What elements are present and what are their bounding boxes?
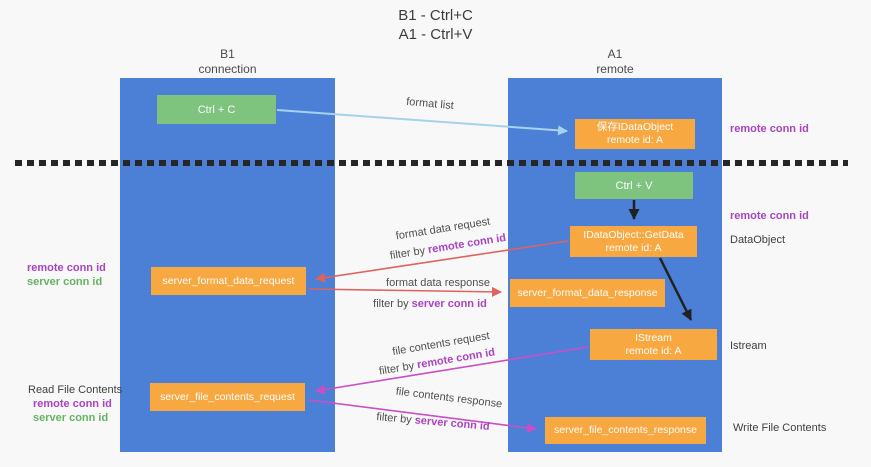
node-save-idataobject-line1: 保存IDataObject [596,121,674,133]
arrow-format-data-response [308,286,502,297]
diagram-title: B1 - Ctrl+C A1 - Ctrl+V [0,6,871,44]
label-read-file-contents: Read File Contents [28,384,123,396]
node-istream-line2: remote id: A [625,344,682,357]
node-server-format-data-response: server_format_data_response [510,279,665,307]
label-write-file-contents: Write File Contents [733,422,827,434]
filter-by-text: filter by [389,244,430,263]
label-remote-conn-id-left: remote conn id [27,262,106,274]
node-server-file-contents-request-label: server_file_contents_request [160,390,295,403]
node-idataobject-getdata: IDataObject::GetData remote id: A [570,226,697,257]
filter-by-text: filter by [378,359,419,378]
label-remote-conn-id-top: remote conn id [730,123,809,135]
lane-a1-title: A1 [607,47,623,61]
node-ctrl-v: Ctrl + V [575,172,693,199]
title-line-2: A1 - Ctrl+V [398,26,473,43]
label-server-conn-id-bottom: server conn id [33,412,109,424]
label-remote-conn-id-bottom: remote conn id [33,398,112,410]
server-conn-id-key: server conn id [414,414,491,433]
node-server-format-data-request: server_format_data_request [151,267,306,295]
filter-by-text: filter by [375,411,416,427]
lane-header-a1: A1 remote [508,47,722,77]
node-server-file-contents-response-label: server_file_contents_response [553,424,697,436]
node-server-file-contents-request: server_file_contents_request [150,383,305,411]
node-idataobject-getdata-line2: remote id: A [605,241,662,254]
lane-b1-subtitle: connection [198,62,257,76]
node-idataobject-getdata-line1: IDataObject::GetData [583,228,684,241]
label-istream: Istream [730,340,767,352]
node-server-format-data-request-label: server_format_data_request [162,274,295,287]
label-file-contents-response-filter: filter by server conn id [376,411,490,433]
node-save-idataobject: 保存IDataObject remote id: A [575,119,695,149]
node-istream: IStream remote id: A [590,329,717,360]
node-ctrl-v-label: Ctrl + V [615,179,653,192]
label-format-data-response: format data response [386,277,490,289]
label-format-list: format list [405,95,455,113]
lane-b1-title: B1 [220,47,235,61]
node-server-file-contents-response: server_file_contents_response [545,417,706,444]
label-dataobject: DataObject [730,234,786,246]
node-ctrl-c: Ctrl + C [157,95,276,124]
label-remote-conn-id-mid: remote conn id [730,210,809,222]
read-file-contents-group: Read File Contents remote conn id server… [28,383,122,425]
server-conn-id-key: server conn id [411,298,487,310]
lane-a1-subtitle: remote [596,62,634,76]
filter-by-text: filter by [373,298,412,310]
title-line-1: B1 - Ctrl+C [398,7,473,24]
phase-separator-dashed-line [15,160,848,166]
node-istream-line1: IStream [635,331,672,344]
label-file-contents-response: file contents response [395,385,503,411]
lane-header-b1: B1 connection [120,47,335,77]
node-save-idataobject-line2: remote id: A [606,134,664,146]
label-format-data-response-filter: filter by server conn id [373,298,487,310]
label-server-conn-id-left: server conn id [27,276,103,288]
left-conn-id-group: remote conn id server conn id [27,261,106,289]
node-server-format-data-response-label: server_format_data_response [517,286,658,299]
node-ctrl-c-label: Ctrl + C [197,103,236,116]
